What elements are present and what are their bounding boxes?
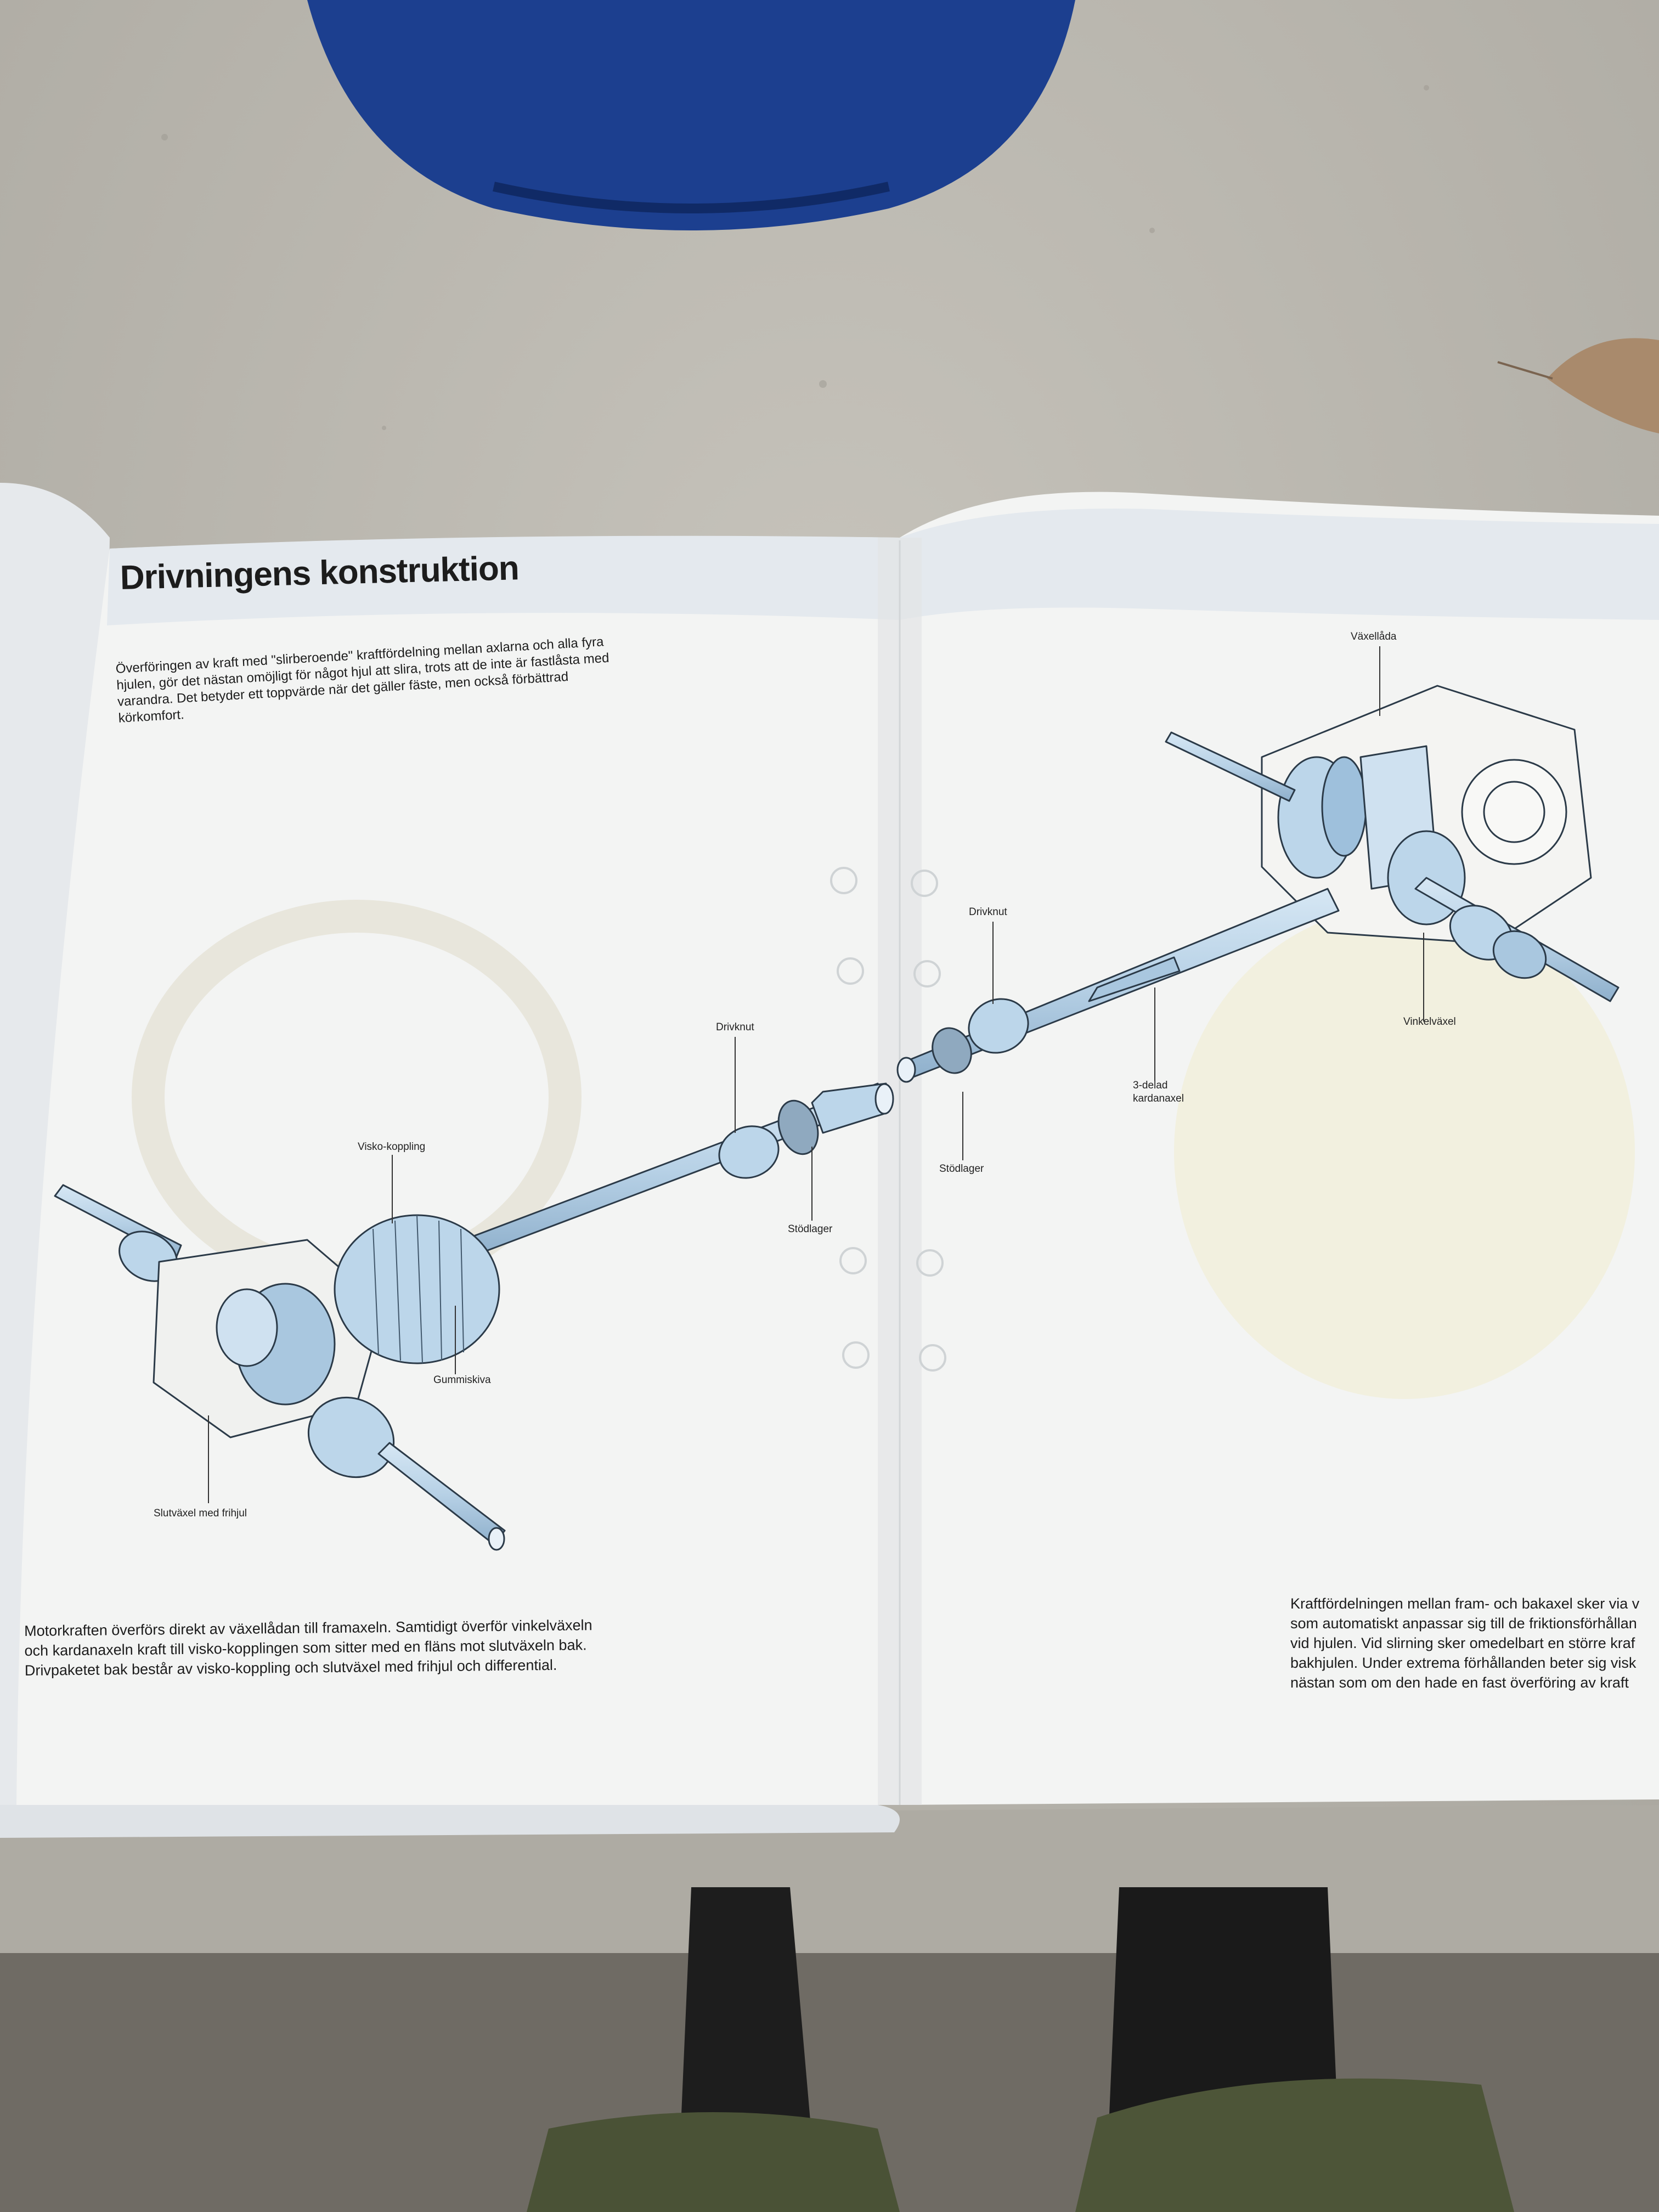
dry-leaf	[1547, 338, 1659, 433]
caption-right-line: som automatiskt anpassar sig till de fri…	[1290, 1615, 1637, 1632]
label-vinkelvaxel: Vinkelväxel	[1403, 1016, 1456, 1028]
front-axle-left	[1165, 731, 1296, 802]
trouser-left	[527, 2112, 900, 2212]
label-kardanaxel-line1: 3-delad	[1133, 1080, 1168, 1091]
label-stodlager-left: Stödlager	[788, 1223, 833, 1235]
caption-right-line: Kraftfördelningen mellan fram- och bakax…	[1290, 1595, 1640, 1612]
label-drivknut-lower: Drivknut	[716, 1022, 754, 1033]
gearbox	[1261, 685, 1592, 945]
drivknut-upper	[968, 998, 1029, 1054]
caption-right-line: vid hjulen. Vid slirning sker omedelbart…	[1290, 1635, 1635, 1651]
label-stodlager-right: Stödlager	[939, 1163, 984, 1175]
label-slutvaxel: Slutväxel med frihjul	[154, 1508, 247, 1519]
boot-right	[1108, 1887, 1339, 2140]
visko-koppling-part	[334, 1214, 500, 1364]
label-kardanaxel-line2: kardanaxel	[1133, 1093, 1184, 1104]
boot-left	[680, 1887, 812, 2140]
trouser-right	[1075, 2078, 1514, 2212]
caption-left: Motorkraften överförs direkt av växellåd…	[24, 1617, 592, 1679]
bucket-rim-shadow	[493, 182, 890, 213]
rear-axle-assembly	[54, 1184, 506, 1551]
drivetrain-illustration	[54, 685, 1620, 1551]
leader-lines	[208, 646, 1424, 1503]
label-gummiskiva: Gummiskiva	[433, 1374, 491, 1386]
label-drivknut-upper: Drivknut	[969, 906, 1007, 918]
ghost-gear-right	[1174, 905, 1635, 1399]
stodlager-left-part	[777, 1099, 819, 1155]
label-visko-koppling: Visko-koppling	[358, 1141, 426, 1153]
leaf-stem	[1497, 361, 1553, 380]
caption-right-line: bakhjulen. Under extrema förhållanden be…	[1290, 1655, 1637, 1671]
drivknut-lower	[718, 1125, 780, 1179]
left-page	[16, 536, 900, 1805]
binder-holes	[830, 867, 946, 1372]
blue-bucket	[307, 0, 1075, 230]
caption-right: Kraftfördelningen mellan fram- och bakax…	[1290, 1594, 1659, 1720]
label-vaxellada: Växellåda	[1351, 631, 1397, 642]
booklet-bottom-edge	[0, 1805, 900, 1838]
caption-right-line: nästan som om den hade en fast överförin…	[1290, 1674, 1629, 1691]
